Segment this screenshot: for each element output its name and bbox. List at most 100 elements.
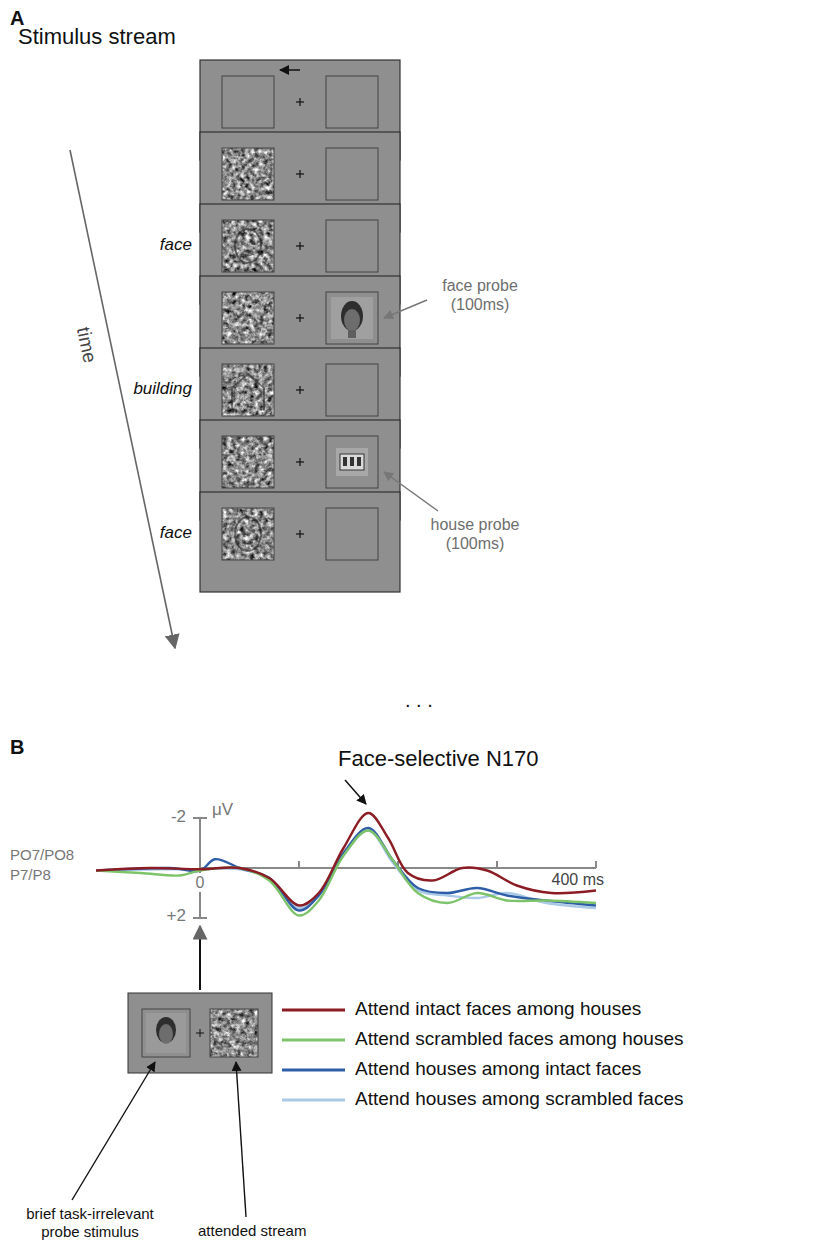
screen-frame: [200, 492, 400, 592]
legend-line-sample: [282, 1009, 345, 1012]
noise-image: [222, 508, 274, 560]
panel-letter: B: [10, 735, 24, 759]
legend-text: Attend houses among intact faces: [355, 1058, 641, 1081]
stimulus-label: face: [128, 523, 192, 543]
onset-arrow: [199, 926, 201, 990]
fixation-cross: [299, 98, 300, 106]
legend-line-sample: [282, 1039, 345, 1042]
stimulus-stream: [70, 60, 438, 648]
stream-leader: [236, 1062, 246, 1217]
fixation-cross: [299, 530, 300, 538]
probe-leader: [72, 1062, 155, 1200]
erp-curve: [96, 813, 596, 906]
probe-hair: [341, 301, 363, 331]
attention-cue-arrow: [280, 69, 300, 71]
noise-image: [210, 1009, 258, 1057]
face-eye: [251, 241, 255, 245]
left-stream-box: [222, 364, 274, 416]
face-mouth: [243, 254, 253, 256]
screen-frame: [128, 993, 272, 1073]
noise-image: [222, 436, 274, 488]
probe-hair: [156, 1017, 176, 1043]
face-shape: [235, 229, 261, 263]
left-stream-box: [222, 76, 274, 128]
x-tick: [595, 861, 597, 868]
x-tick: [199, 861, 201, 868]
probe-window: [357, 457, 361, 466]
probe-display: [128, 993, 272, 1073]
legend-line-sample: [282, 1069, 345, 1072]
probe-face: [159, 1024, 173, 1044]
left-stream-box: [222, 508, 274, 560]
face-eye: [241, 529, 245, 533]
right-stream-box: [326, 76, 378, 128]
probe-ground: [331, 297, 373, 339]
face-mouth: [243, 542, 253, 544]
display-screen: [200, 492, 400, 592]
left-stream-box: [222, 220, 274, 272]
left-stream-box: [222, 148, 274, 200]
y-tick: [193, 917, 207, 919]
axis-unit: μV: [212, 800, 233, 820]
noise-image: [222, 148, 274, 200]
face-eye: [251, 529, 255, 533]
probe-face: [344, 309, 360, 331]
probe-leader: [384, 472, 438, 511]
probe-house: [340, 454, 364, 470]
probe-ground: [146, 1013, 186, 1053]
fixation-cross: [299, 242, 300, 250]
component-label: Face-selective N170: [338, 746, 539, 772]
x-tick: [298, 861, 300, 868]
left-stream-box: [142, 1009, 190, 1057]
face-shape: [235, 517, 261, 551]
tick-label: 0: [194, 873, 207, 892]
noise-image: [222, 292, 274, 344]
legend-text: Attend houses among scrambled faces: [355, 1088, 683, 1111]
right-stream-box: [326, 148, 378, 200]
panel-title: Stimulus stream: [18, 24, 176, 50]
electrode-label: P7/P8: [10, 866, 51, 884]
fixation-cross: [299, 386, 300, 394]
stimulus-label: face: [128, 235, 192, 255]
n170-leader: [345, 780, 366, 804]
electrode-label: PO7/PO8: [10, 846, 74, 864]
left-stream-box: [222, 436, 274, 488]
right-stream-box: [326, 436, 378, 488]
fixation-cross: [200, 1029, 201, 1037]
stimulus-label: building: [108, 379, 192, 399]
annotation: attended stream: [198, 1222, 306, 1240]
legend-text: Attend scrambled faces among houses: [355, 1028, 683, 1051]
y-tick: [193, 817, 207, 819]
time-label: time: [71, 325, 101, 365]
tick-label: 400 ms: [540, 870, 606, 889]
probe-label: house probe (100ms): [425, 515, 525, 553]
y-axis: [199, 818, 201, 918]
probe-window: [343, 457, 347, 466]
continuation-dots: . . .: [405, 688, 433, 712]
right-stream-box: [326, 220, 378, 272]
x-tick: [496, 861, 498, 868]
right-stream-box: [210, 1009, 258, 1057]
annotation: brief task-irrelevant probe stimulus: [8, 1205, 172, 1241]
tick-label: -2: [150, 807, 186, 827]
tick-label: +2: [150, 906, 186, 926]
fixation-cross: [299, 314, 300, 322]
legend-line-sample: [282, 1099, 345, 1102]
legend-text: Attend intact faces among houses: [355, 998, 641, 1021]
probe-window: [350, 457, 354, 466]
right-stream-box: [326, 364, 378, 416]
noise-image: [222, 364, 274, 416]
probe-neck: [348, 330, 356, 338]
fixation-cross: [299, 170, 300, 178]
probe-label: face probe (100ms): [430, 276, 530, 314]
face-eye: [241, 241, 245, 245]
probe-ground: [336, 448, 368, 476]
right-stream-box: [326, 292, 378, 344]
probe-leader: [384, 300, 427, 318]
fixation-cross: [299, 458, 300, 466]
time-arrow: [70, 150, 175, 648]
right-stream-box: [326, 508, 378, 560]
left-stream-box: [222, 292, 274, 344]
noise-image: [222, 220, 274, 272]
